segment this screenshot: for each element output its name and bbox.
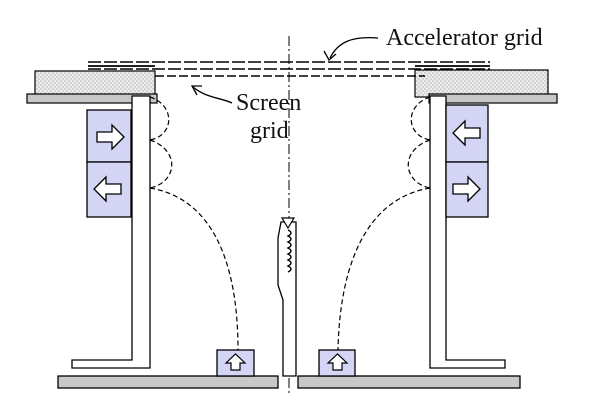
arrow-left-icon [452,119,481,147]
magnetic-field-lines [149,96,431,351]
right-anode-wall [429,95,506,369]
screen-grid-leader [192,86,233,104]
screen-grid-leader-arrow [190,85,202,96]
left-top-plate [26,93,158,104]
field-loop-right-top [410,96,431,141]
accelerator-grid-label: Accelerator grid [386,25,543,51]
screen-grid-label-line1: Screen [236,90,301,116]
field-line-left-long [149,187,239,351]
cathode-heater-coil [286,229,292,273]
screen-grid-label-line2: grid [250,118,289,144]
hollow-cathode [277,221,297,377]
field-loop-left-mid [149,139,173,189]
left-anode-wall [71,95,151,369]
field-line-right-long [337,187,431,351]
accelerator-grid-leader [329,36,379,59]
arrow-right-icon [96,123,125,151]
arrow-left-icon [93,175,122,203]
accelerator-grid-leader-arrow [323,50,337,62]
arrow-up-icon [326,353,349,371]
right-insulator-ring [414,69,549,98]
arrow-up-icon [224,353,247,371]
right-base-plate [297,375,521,389]
arrow-right-icon [452,175,481,203]
cathode-tip [280,217,296,230]
right-top-plate [428,93,558,104]
field-loop-right-mid [407,139,431,189]
left-base-plate [57,375,279,389]
